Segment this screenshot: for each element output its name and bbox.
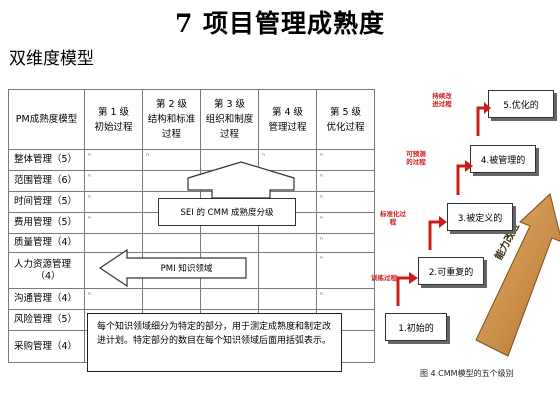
cell-mark: ⁿ — [146, 152, 149, 160]
sei-callout: SEI 的 CMM 成熟度分级 — [158, 198, 296, 226]
page-title: 7 项目管理成熟度 — [174, 9, 386, 38]
side-label-predictable: 可预测的过程 — [406, 150, 426, 166]
cell-mark: ⁿ — [320, 173, 323, 181]
cmm-level-5: 5.优化的 — [488, 90, 554, 118]
cell-mark: ⁿ — [88, 291, 91, 299]
table-cell: ⁿ — [316, 252, 375, 289]
cell-mark: ⁿ — [320, 215, 323, 223]
cell-mark: ⁿ — [88, 173, 91, 181]
cell-mark: ⁿ — [88, 152, 91, 160]
side-label-training: 训练过程 — [371, 274, 397, 282]
cell-mark: ⁿ — [320, 236, 323, 244]
cell-mark: ⁿ — [320, 255, 323, 263]
side-label-continuous: 持续改进过程 — [432, 92, 452, 108]
cmm-level-3: 3.被定义的 — [447, 203, 513, 231]
note-box: 每个知识领域细分为特定的部分，用于测定成熟度和制定改进计划。特定部分的数目在每个… — [87, 313, 342, 372]
cell-mark: ⁿ — [320, 152, 323, 160]
column-header-level-2: 第 2 级结构和标准过程 — [142, 89, 201, 150]
cell-mark: ⁿ — [262, 152, 265, 160]
table-cell — [258, 252, 317, 289]
figure-caption: 图 4 CMM模型的五个级别 — [420, 369, 514, 378]
side-label-standardization: 标准化过程 — [380, 210, 406, 226]
left-arrow-shape — [98, 248, 247, 288]
subtitle: 双维度模型 — [9, 49, 94, 69]
cell-mark: ⁿ — [320, 291, 323, 299]
cell-mark: ⁿ — [88, 194, 91, 202]
up-arrow-shape — [187, 161, 295, 199]
cell-mark: ⁿ — [88, 215, 91, 223]
cmm-level-2: 2.可重复的 — [418, 257, 484, 285]
pmi-callout: PMI 知识领域 — [160, 264, 213, 274]
cmm-level-1: 1.初始的 — [385, 313, 447, 341]
maturity-table: PM成熟度模型 第 1 级初始过程 第 2 级结构和标准过程 第 3 级组织和制… — [8, 89, 375, 363]
row-label: 人力资源管理（4） — [8, 252, 85, 289]
column-header-level-5: 第 5 级优化过程 — [316, 89, 375, 150]
column-header-level-4: 第 4 级管理过程 — [258, 89, 317, 150]
cmm-level-4: 4.被管理的 — [470, 145, 536, 173]
cell-mark: ⁿ — [320, 194, 323, 202]
column-header-level-3: 第 3 级组织和制度过程 — [200, 89, 259, 150]
